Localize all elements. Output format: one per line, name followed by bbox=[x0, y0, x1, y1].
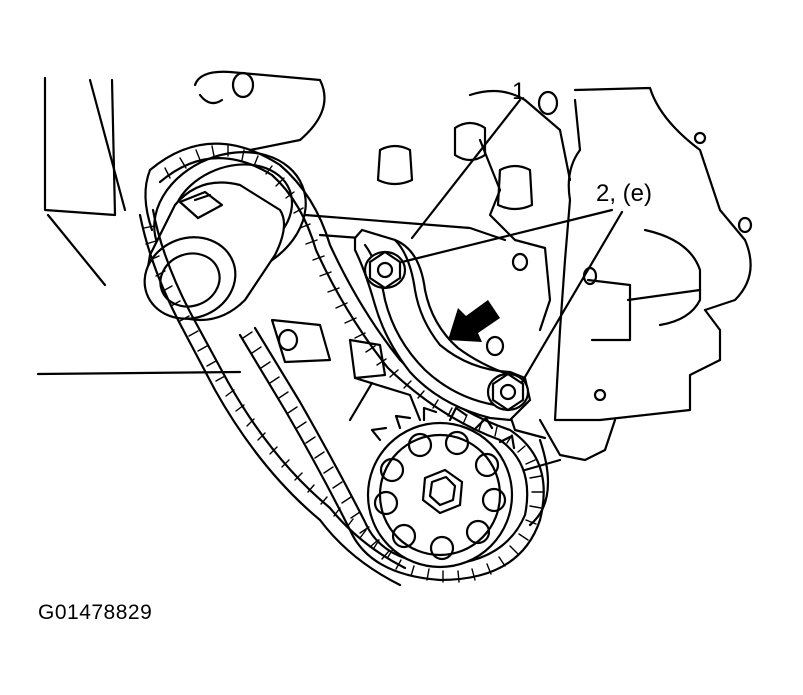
background-bosses bbox=[231, 71, 753, 402]
guide-bolt-upper bbox=[363, 250, 407, 290]
leader-lines bbox=[400, 98, 624, 384]
callout-part-2: 2, (e) bbox=[596, 180, 653, 207]
direction-arrow bbox=[448, 300, 500, 342]
crankshaft-sprocket bbox=[366, 406, 516, 569]
figure-id: G01478829 bbox=[38, 601, 153, 624]
timing-chain bbox=[138, 142, 545, 587]
callout-part-1: 1 bbox=[512, 78, 526, 105]
guide-bolt-lower bbox=[486, 372, 530, 412]
